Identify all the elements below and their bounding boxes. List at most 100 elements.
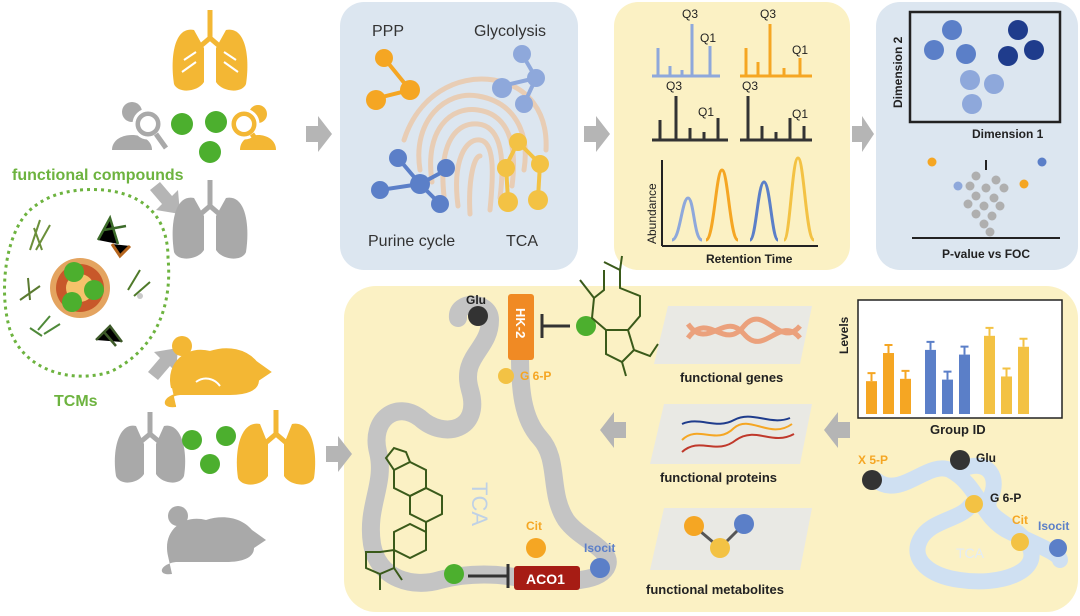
bar (959, 354, 970, 414)
arrow-right-2 (584, 116, 610, 152)
mini-pathway-ribbon (868, 457, 1068, 590)
tca-molecule-icon (497, 133, 549, 212)
pca-frame (908, 10, 1062, 124)
lungs-icon-orange-2 (236, 410, 316, 485)
pca-point (1008, 20, 1028, 40)
functional-compounds-label: functional compounds (12, 167, 184, 184)
isocit-label: Isocit (584, 541, 615, 555)
ms-spectrum-blue (652, 24, 720, 78)
bar (925, 349, 936, 414)
pca-point (956, 44, 976, 64)
pca-point (962, 94, 982, 114)
dimension2-label: Dimension 2 (891, 36, 905, 108)
error-bar (901, 369, 910, 379)
q3-label: Q3 (760, 7, 776, 21)
ms-spectrum-orange (740, 24, 812, 78)
q3-label: Q3 (742, 79, 758, 93)
q1-label: Q1 (792, 107, 808, 121)
chromatogram (661, 156, 818, 247)
protein-lines-icon (681, 415, 795, 453)
g6p-label: G 6-P (520, 369, 551, 383)
pvalue-vs-foc-label: P-value vs FOC (942, 247, 1030, 261)
inhibit-line (540, 314, 570, 338)
glu-label: Glu (466, 293, 486, 307)
cit-label: Cit (526, 519, 542, 533)
bar (900, 378, 911, 414)
arrow-right-1 (306, 116, 332, 152)
ms-spectrum-dark-2 (740, 96, 812, 142)
bar (942, 379, 953, 414)
compound-dot (216, 426, 236, 446)
compound-dot (205, 111, 227, 133)
compound-dot (171, 113, 193, 135)
group-id-label: Group ID (930, 422, 986, 437)
functional-metabolites-label: functional metabolites (646, 582, 784, 597)
pca-point (984, 74, 1004, 94)
error-bar (960, 345, 969, 355)
isocit-label-2: Isocit (1038, 519, 1069, 533)
error-bar (926, 340, 935, 350)
inhibit-line (468, 564, 510, 588)
hk2-enzyme-box (508, 294, 534, 360)
lungs-icon-gray-2 (114, 412, 186, 483)
bar (1018, 346, 1029, 414)
glu-node (468, 306, 488, 326)
q1-label: Q1 (698, 105, 714, 119)
arrow-left-2 (600, 412, 626, 448)
g6p-node-2 (965, 495, 983, 513)
lungs-icon-gray (172, 180, 248, 259)
compound-structure-icon (365, 446, 443, 590)
lungs-icon-top (172, 10, 248, 91)
people-search-icon-gray (112, 102, 169, 150)
compound-structure-icon (579, 255, 659, 377)
cit-node (526, 538, 546, 558)
cit-node-2 (1011, 533, 1029, 551)
aco1-enzyme-box (514, 566, 580, 590)
tca-label: TCA (506, 233, 538, 250)
error-bar (985, 326, 994, 336)
bar (1001, 376, 1012, 414)
compound-dot (199, 141, 221, 163)
volcano-plot (912, 157, 1060, 239)
x5p-label: X 5-P (858, 453, 888, 467)
mouse-icon-orange (165, 336, 272, 408)
levels-label: Levels (837, 316, 851, 354)
compound-dot (182, 430, 202, 450)
compound-dot (444, 564, 464, 584)
purine-molecule-icon (371, 149, 455, 213)
g6p-label-2: G 6-P (990, 491, 1021, 505)
people-search-icon-orange (228, 105, 276, 150)
cit-label-2: Cit (1012, 513, 1028, 527)
ppp-molecule-icon (366, 49, 420, 110)
error-bar (1002, 367, 1011, 377)
arrow-right-3 (852, 116, 874, 152)
bar (984, 335, 995, 414)
ppp-label: PPP (372, 23, 404, 40)
q1-label: Q1 (792, 43, 808, 57)
tca-pathway-ribbon (361, 295, 617, 592)
error-bar (943, 370, 952, 380)
tcms-label: TCMs (54, 393, 98, 410)
proteins-card (650, 404, 812, 464)
arrow-diag-down (148, 348, 178, 380)
functional-genes-label: functional genes (680, 370, 783, 385)
arrow-right-4 (326, 436, 352, 472)
hk2-label: HK-2 (513, 308, 528, 338)
ms-spectrum-dark (652, 96, 728, 142)
glycolysis-label: Glycolysis (474, 23, 546, 40)
mini-tca-label: TCA (956, 545, 985, 561)
pca-point (998, 46, 1018, 66)
metabolism-panel (340, 2, 578, 270)
arrow-diag-up (150, 182, 180, 214)
bar (883, 353, 894, 414)
isocit-node (590, 558, 610, 578)
pca-point (942, 20, 962, 40)
dna-icon (685, 316, 802, 344)
glu-node-2 (950, 450, 970, 470)
bar (866, 381, 877, 414)
compound-dot (200, 454, 220, 474)
error-bar (884, 344, 893, 354)
x5p-node (862, 470, 882, 490)
q3-label: Q3 (682, 7, 698, 21)
glycolysis-molecule-icon (492, 45, 545, 113)
